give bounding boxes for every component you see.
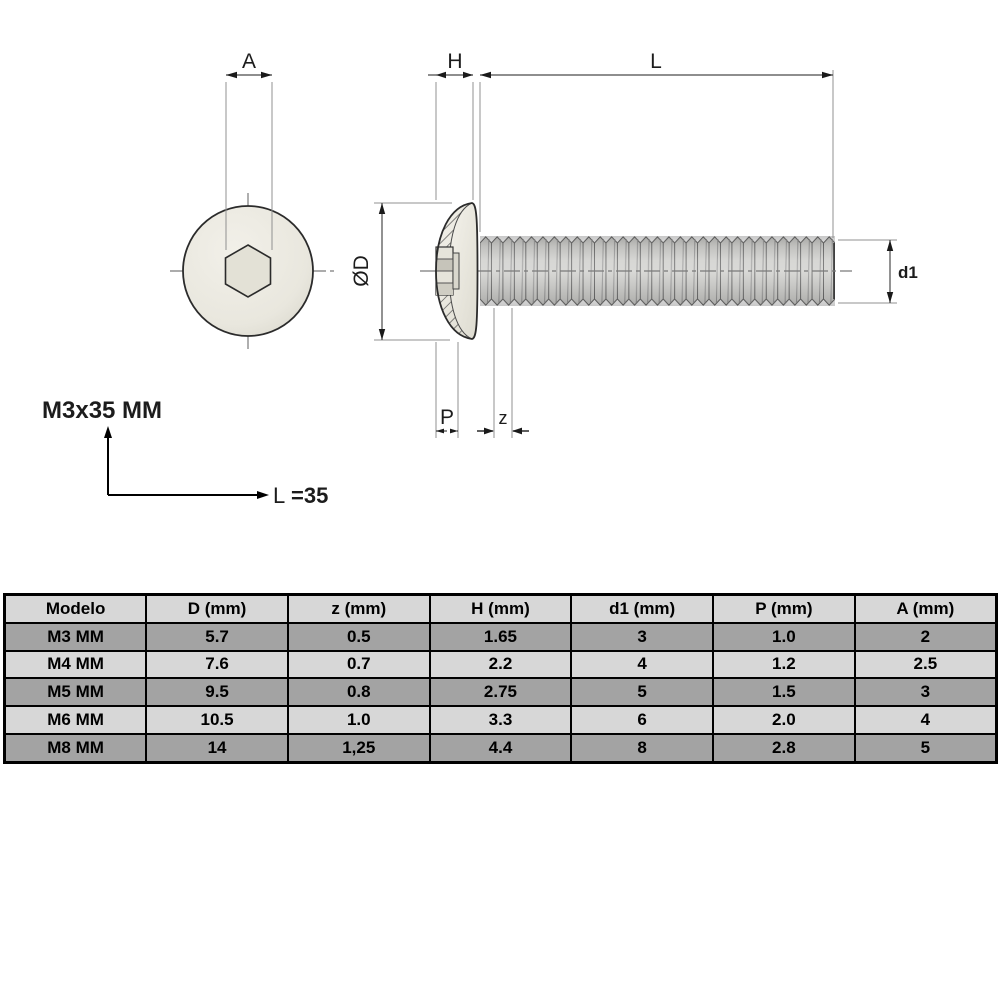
label-A: A [242, 50, 256, 73]
table-header-row: Modelo D (mm) z (mm) H (mm) d1 (mm) P (m… [3, 593, 998, 624]
label-OD: ØD [350, 255, 373, 287]
label-P: P [440, 406, 454, 429]
dimension-d1: d1 [838, 239, 918, 304]
table-cell: 5.7 [145, 621, 289, 652]
header-modelo: Modelo [3, 593, 148, 624]
table-cell: 14 [145, 732, 289, 764]
table-cell: M4 MM [3, 649, 148, 680]
table-cell: 1.65 [428, 621, 573, 652]
dimension-z: z [477, 308, 529, 438]
table-row-m5: M5 MM 9.5 0.8 2.75 5 1.5 3 [3, 677, 998, 708]
table-cell: 3 [570, 621, 715, 652]
table-row-m8: M8 MM 14 1,25 4.4 8 2.8 5 [3, 732, 998, 764]
table-cell: 1.2 [712, 649, 856, 680]
table-cell: 3.3 [428, 705, 573, 735]
table-cell: 2.5 [853, 649, 998, 680]
table-cell: 4 [570, 649, 715, 680]
table-cell: M5 MM [3, 677, 148, 708]
table-cell: 2.0 [712, 705, 856, 735]
dimension-L: L [479, 50, 834, 238]
header-P: P (mm) [712, 593, 856, 624]
model-text: M3x35 MM [42, 397, 162, 424]
screw-technical-drawing: A ØD [42, 50, 918, 508]
header-d1: d1 (mm) [570, 593, 715, 624]
table-cell: M8 MM [3, 732, 148, 764]
table-cell: 0.8 [286, 677, 431, 708]
table-cell: 1.5 [712, 677, 856, 708]
table-cell: 5 [570, 677, 715, 708]
table-cell: 8 [570, 732, 715, 764]
table-cell: 5 [853, 732, 998, 764]
table-cell: 2 [853, 621, 998, 652]
dimension-A: A [225, 50, 273, 250]
table-cell: 1.0 [286, 705, 431, 735]
table-cell: 4.4 [428, 732, 573, 764]
table-row-m4: M4 MM 7.6 0.7 2.2 4 1.2 2.5 [3, 649, 998, 680]
model-callout: M3x35 MM L =35 [42, 397, 328, 508]
table-cell: 9.5 [145, 677, 289, 708]
table-cell: 1.0 [712, 621, 856, 652]
dimension-OD: ØD [350, 202, 452, 341]
socket-recess [435, 246, 460, 296]
label-H: H [447, 50, 462, 73]
dimension-P: P [435, 342, 459, 438]
front-view [170, 193, 334, 353]
length-prefix-text: L [273, 483, 285, 508]
header-z: z (mm) [286, 593, 431, 624]
table-cell: 1,25 [286, 732, 431, 764]
table-row-m6: M6 MM 10.5 1.0 3.3 6 2.0 4 [3, 705, 998, 735]
length-value-text: =35 [291, 483, 328, 508]
table-cell: 10.5 [145, 705, 289, 735]
hex-socket [224, 244, 272, 298]
side-view [420, 202, 852, 340]
label-d1: d1 [898, 263, 918, 282]
table-cell: 2.75 [428, 677, 573, 708]
table-cell: 3 [853, 677, 998, 708]
header-A: A (mm) [853, 593, 998, 624]
table-cell: 6 [570, 705, 715, 735]
table-cell: 0.5 [286, 621, 431, 652]
table-cell: 2.2 [428, 649, 573, 680]
label-z: z [499, 408, 508, 428]
button-head-section [435, 202, 479, 340]
label-L: L [650, 50, 662, 73]
table-cell: 7.6 [145, 649, 289, 680]
spec-table: Modelo D (mm) z (mm) H (mm) d1 (mm) P (m… [3, 593, 998, 764]
table-row-m3: M3 MM 5.7 0.5 1.65 3 1.0 2 [3, 621, 998, 652]
table-cell: M3 MM [3, 621, 148, 652]
table-cell: 4 [853, 705, 998, 735]
table-cell: M6 MM [3, 705, 148, 735]
header-D: D (mm) [145, 593, 289, 624]
table-cell: 0.7 [286, 649, 431, 680]
table-cell: 2.8 [712, 732, 856, 764]
dimension-H: H [428, 50, 474, 200]
header-H: H (mm) [428, 593, 573, 624]
